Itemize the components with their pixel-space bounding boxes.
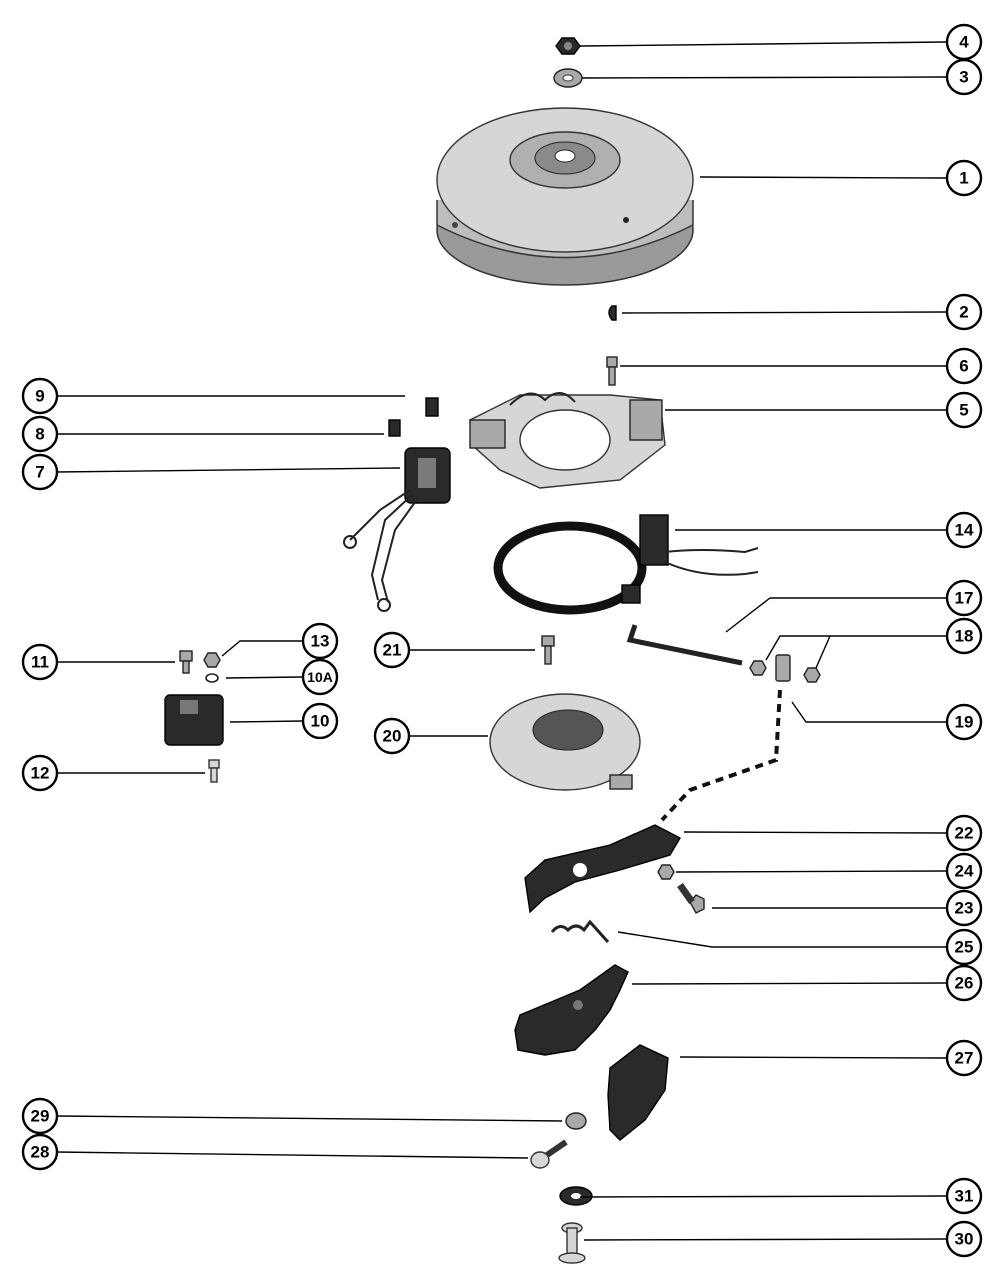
part-7-coil [343,447,451,612]
svg-text:7: 7 [35,463,44,482]
part-14-trigger-ring [493,514,759,615]
part-8-clip [388,419,401,437]
svg-text:25: 25 [955,938,974,957]
callout-12: 12 [21,754,59,792]
leader-lines [55,41,947,1241]
callout-3: 3 [945,58,983,96]
svg-text:19: 19 [955,713,974,732]
callout-14: 14 [945,511,983,549]
callout-1: 1 [945,159,983,197]
callout-9: 9 [21,377,59,415]
callout-5: 5 [945,391,983,429]
svg-text:30: 30 [955,1230,974,1249]
svg-text:1: 1 [959,169,968,188]
svg-text:20: 20 [383,727,402,746]
svg-text:27: 27 [955,1049,974,1068]
svg-text:26: 26 [955,974,974,993]
part-2-key [608,305,617,321]
callout-26: 26 [945,964,983,1002]
part-18-nut-b [803,667,821,683]
part-11-screw [179,650,193,674]
svg-text:10A: 10A [307,669,333,685]
svg-text:3: 3 [959,68,968,87]
part-25-spring [550,919,610,944]
part-30-screw [558,1222,586,1264]
part-24-nut [657,864,675,880]
svg-text:23: 23 [955,899,974,918]
part-10-block [164,694,224,746]
part-18-nut-a [749,660,767,676]
part-6-screw [606,356,618,386]
svg-text:13: 13 [311,632,330,651]
svg-text:18: 18 [955,627,974,646]
part-3-washer [553,68,583,88]
svg-text:29: 29 [31,1107,50,1126]
part-9-clip [425,397,439,417]
callout-2: 2 [945,293,983,331]
callout-24: 24 [945,852,983,890]
svg-text:8: 8 [35,425,44,444]
svg-text:11: 11 [31,653,49,672]
callout-19: 19 [945,703,983,741]
part-17-link-rod [626,624,743,666]
svg-text:21: 21 [383,641,402,660]
part-19-swivel [660,654,791,822]
callout-22: 22 [945,814,983,852]
part-13-nut [203,652,221,668]
part-31-washer [559,1186,593,1206]
callout-30: 30 [945,1220,983,1258]
callout-28: 28 [21,1133,59,1171]
svg-text:22: 22 [955,824,974,843]
part-28-screw [530,1139,568,1169]
part-26-arm [514,964,629,1056]
callout-4: 4 [945,23,983,61]
callout-6: 6 [945,347,983,385]
callout-17: 17 [945,579,983,617]
part-29-washer [565,1112,587,1130]
callout-31: 31 [945,1177,983,1215]
callout-27: 27 [945,1039,983,1077]
callout-11: 11 [21,643,59,681]
svg-text:17: 17 [955,589,974,608]
callout-23: 23 [945,889,983,927]
callout-20: 20 [373,717,411,755]
callout-10: 10 [301,702,339,740]
svg-text:4: 4 [959,33,969,52]
part-1-flywheel [436,107,694,286]
callout-10a: 10A [301,658,339,696]
svg-text:9: 9 [35,387,44,406]
svg-text:6: 6 [959,357,968,376]
svg-text:2: 2 [959,303,968,322]
callout-29: 29 [21,1097,59,1135]
part-22-lever [524,824,681,914]
svg-text:5: 5 [959,401,968,420]
part-5-stator-plate [469,392,666,489]
callout-8: 8 [21,415,59,453]
callout-21: 21 [373,631,411,669]
callout-7: 7 [21,453,59,491]
part-20-retainer-plate [489,693,641,791]
part-21-screw [541,635,555,665]
svg-text:31: 31 [955,1187,974,1206]
svg-text:10: 10 [311,712,330,731]
callout-13: 13 [301,622,339,660]
svg-text:12: 12 [31,764,50,783]
part-10a-washer [205,673,219,683]
svg-text:14: 14 [955,521,974,540]
callout-18: 18 [945,617,983,655]
svg-text:28: 28 [31,1143,50,1162]
part-12-screw [208,759,220,783]
part-23-bolt [677,882,705,914]
svg-text:24: 24 [955,862,974,881]
part-27-bracket [607,1044,669,1141]
callout-25: 25 [945,928,983,966]
part-4-nut [555,37,581,55]
